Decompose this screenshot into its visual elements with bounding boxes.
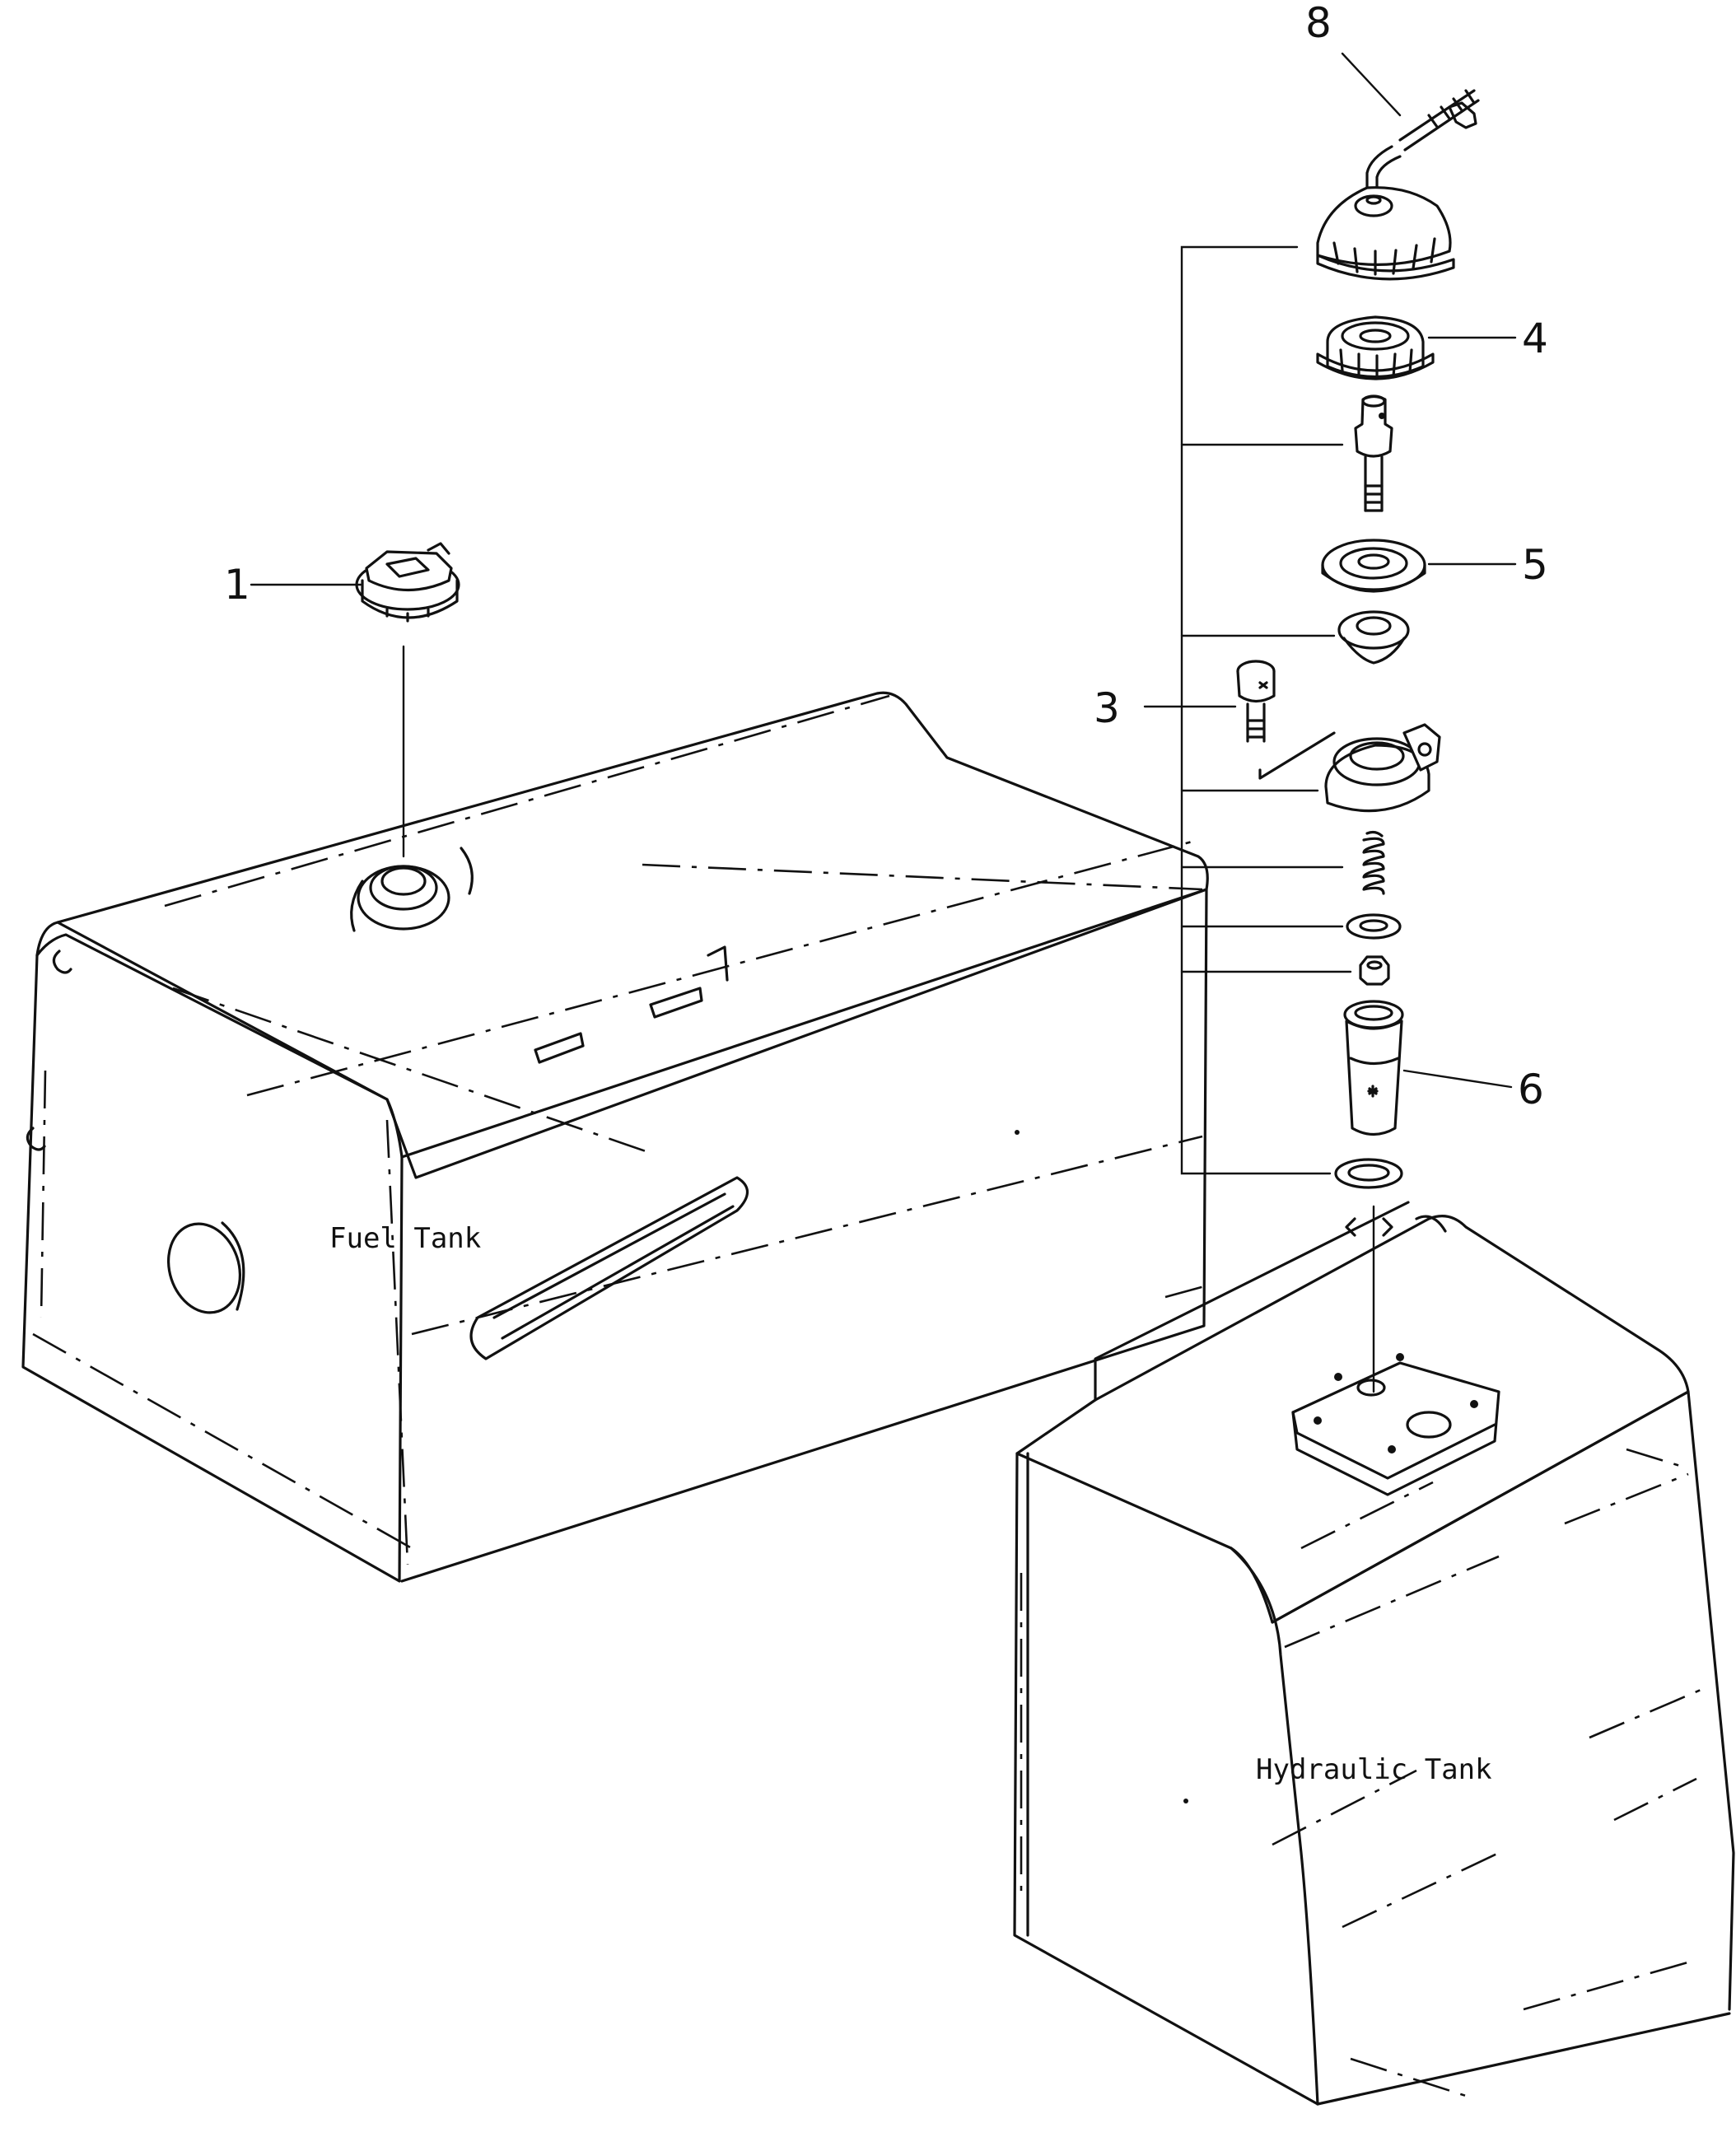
gasket (1334, 1158, 1403, 1189)
hydraulic-tank-flange (1291, 1353, 1500, 1496)
filter-element (1316, 315, 1435, 380)
fuel-filler-neck (350, 847, 474, 932)
level-gauge (1365, 89, 1480, 195)
valve-stem (1354, 394, 1393, 512)
nut (1359, 955, 1390, 986)
fuel-tank (21, 645, 1209, 1583)
callout-5: 5 (1522, 541, 1548, 589)
seal-disc (1321, 539, 1426, 593)
callout-8: 8 (1305, 0, 1332, 47)
fuel-sight-gauge (469, 1176, 749, 1360)
callout-4: 4 (1522, 315, 1548, 362)
callout-leaders (250, 52, 1517, 1089)
hydraulic-tank (1013, 1201, 1735, 2106)
fuel-cap (355, 542, 460, 623)
strainer (1343, 1000, 1404, 1136)
breather-assembly (1180, 89, 1480, 1393)
assembly-bracket (1180, 245, 1332, 1175)
valve-poppet (1337, 610, 1410, 665)
spring (1362, 830, 1385, 895)
hydraulic-tank-label: Hydraulic Tank (1256, 1753, 1492, 1786)
callout-6: 6 (1518, 1066, 1544, 1113)
callout-1: 1 (224, 561, 250, 609)
mounting-ring (1258, 723, 1441, 813)
breather-cap (1316, 186, 1455, 281)
fuel-inspection-cover (166, 1221, 245, 1314)
bolt (1236, 660, 1276, 743)
callout-3: 3 (1094, 684, 1120, 732)
washer (1346, 913, 1402, 940)
fuel-tank-label: Fuel Tank (329, 1222, 481, 1255)
